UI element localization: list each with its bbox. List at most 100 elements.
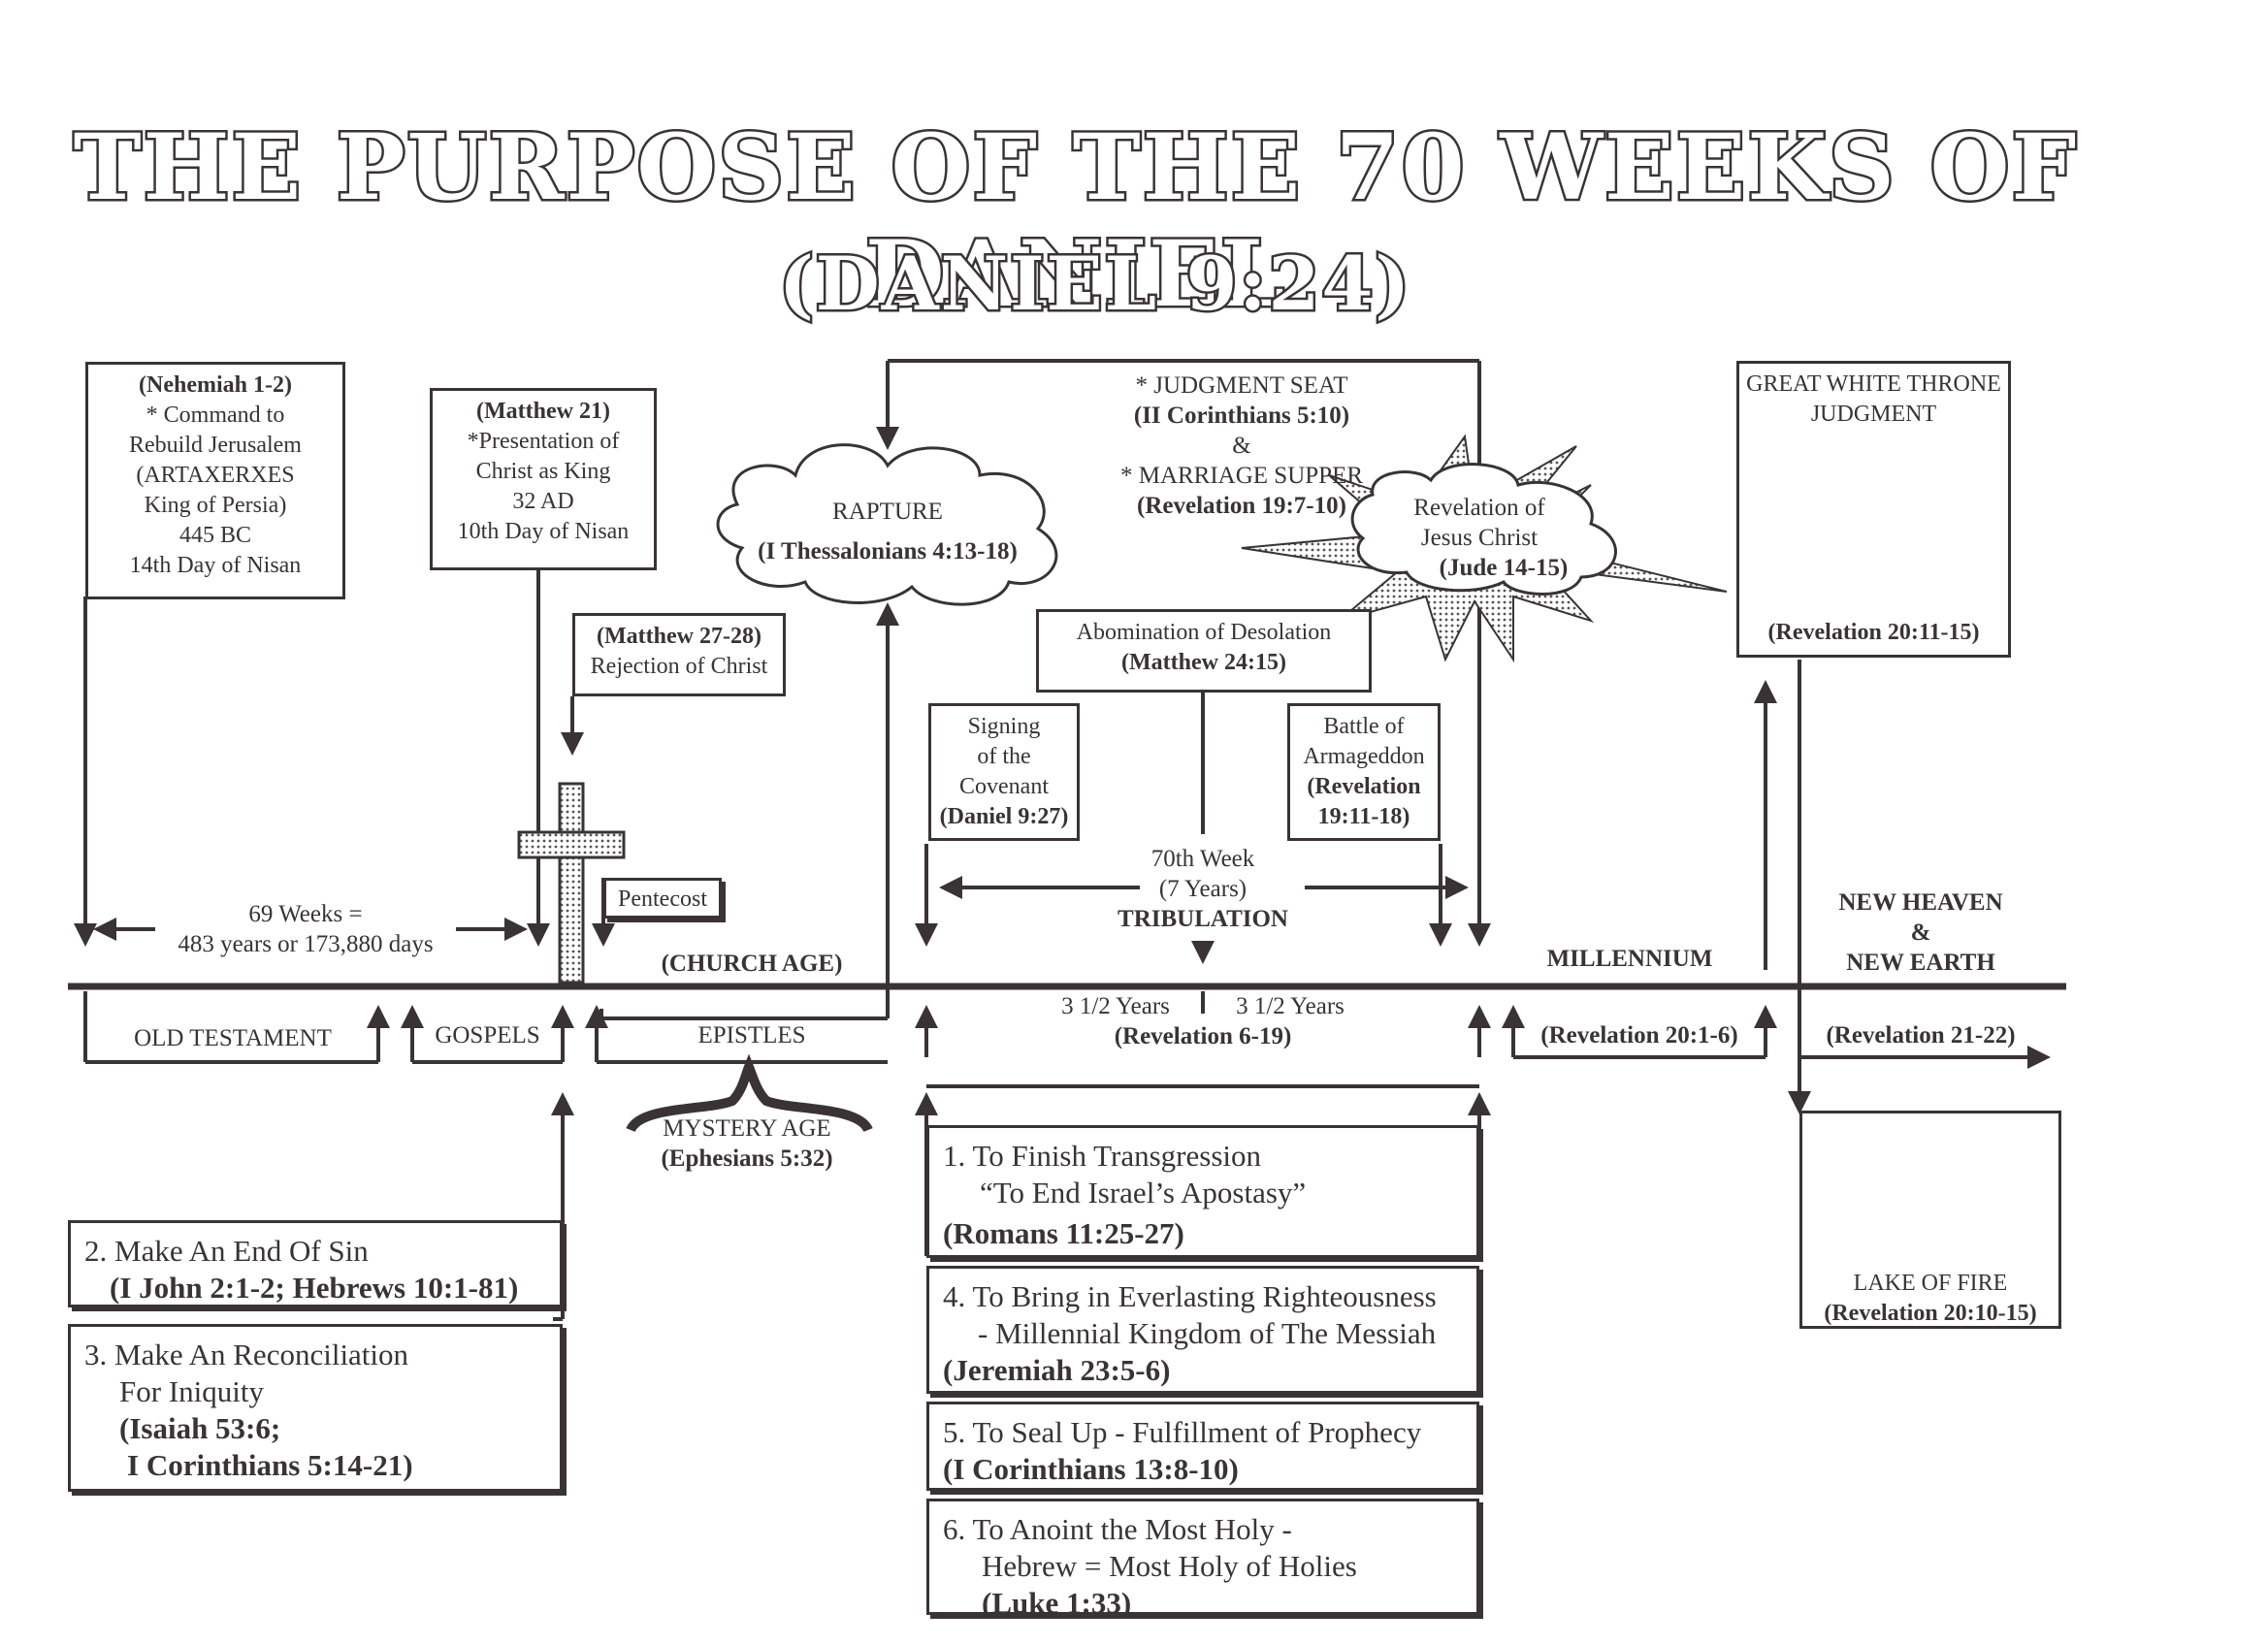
matthew21-line: 10th Day of Nisan: [457, 519, 630, 544]
purpose-ref: (Luke 1:33): [982, 1586, 1132, 1620]
rapture-label: RAPTURE (I Thessalonians 4:13-18): [737, 497, 1038, 566]
signing-line: of the: [977, 744, 1031, 769]
revelation-line: Jesus Christ: [1420, 525, 1539, 551]
signing-box: Signing of the Covenant (Daniel 9:27): [928, 703, 1080, 841]
church-age-label: (CHURCH AGE): [661, 951, 843, 977]
purpose-6-box: 6. To Anoint the Most Holy - Hebrew = Mo…: [926, 1499, 1479, 1620]
week70-line: 70th Week: [1150, 846, 1255, 872]
judgment-ref: (Revelation 19:7-10): [1137, 493, 1346, 519]
mystery-ref: (Ephesians 5:32): [661, 1145, 833, 1172]
armageddon-ref: (Revelation: [1307, 774, 1421, 799]
matthew21-ref: (Matthew 21): [476, 399, 610, 424]
purpose-line: 5. To Seal Up - Fulfillment of Prophecy: [943, 1415, 1422, 1449]
purpose-line: 2. Make An End Of Sin: [84, 1234, 369, 1268]
purpose-2-box: 2. Make An End Of Sin (I John 2:1-2; Heb…: [68, 1220, 563, 1307]
matthew21-box: (Matthew 21) *Presentation of Christ as …: [430, 388, 657, 570]
purpose-5-box: 5. To Seal Up - Fulfillment of Prophecy …: [926, 1402, 1479, 1491]
nehemiah-line: * Command to: [146, 403, 285, 428]
revelation-line: Revelation of: [1413, 495, 1545, 521]
purpose-ref: (I John 2:1-2; Hebrews 10:1-81): [110, 1271, 519, 1305]
matthew21-line: *Presentation of: [467, 429, 620, 454]
abomination-box: Abomination of Desolation (Matthew 24:15…: [1036, 609, 1372, 693]
purpose-3-box: 3. Make An Reconciliation For Iniquity (…: [68, 1324, 563, 1492]
page-title: THE PURPOSE OF THE 70 WEEKS OF DANIEL: [71, 113, 2079, 331]
rapture-ref: (I Thessalonians 4:13-18): [758, 538, 1018, 564]
mystery-line: MYSTERY AGE: [663, 1115, 831, 1142]
revelation-ref: (Jude 14-15): [1439, 555, 1569, 581]
new-heaven-label: NEW HEAVEN & NEW EARTH: [1804, 887, 2037, 978]
purpose-ref: (Isaiah 53:6;: [119, 1411, 281, 1445]
purpose-line: 1. To Finish Transgression: [943, 1139, 1261, 1173]
rapture-line: RAPTURE: [832, 499, 943, 525]
purpose-4-box: 4. To Bring in Everlasting Righteousness…: [926, 1266, 1479, 1394]
purpose-1-box: 1. To Finish Transgression “To End Israe…: [926, 1125, 1479, 1258]
pentecost-label: Pentecost: [618, 887, 707, 912]
nehemiah-line: 445 BC: [178, 523, 251, 548]
lake-line: LAKE OF FIRE: [1853, 1271, 2008, 1296]
armageddon-ref: 19:11-18): [1317, 804, 1410, 829]
signing-ref: (Daniel 9:27): [939, 804, 1069, 829]
revelation-christ-label: Revelation of Jesus Christ (Jude 14-15): [1368, 493, 1591, 583]
gwt-box: GREAT WHITE THRONE JUDGMENT (Revelation …: [1736, 361, 2011, 658]
matthew2728-ref: (Matthew 27-28): [597, 624, 761, 649]
rev2016-label: (Revelation 20:1-6): [1540, 1022, 1738, 1048]
matthew2728-line: Rejection of Christ: [590, 654, 768, 679]
matthew21-line: Christ as King: [475, 459, 611, 484]
rev2122-label: (Revelation 21-22): [1826, 1022, 2016, 1048]
matthew21-line: 32 AD: [512, 489, 574, 514]
judgment-line: * MARRIAGE SUPPER: [1119, 463, 1364, 489]
armageddon-box: Battle of Armageddon (Revelation 19:11-1…: [1287, 703, 1441, 841]
abomination-ref: (Matthew 24:15): [1121, 650, 1286, 675]
purpose-line: - Millennial Kingdom of The Messiah: [978, 1316, 1437, 1350]
nehemiah-ref: (Nehemiah 1-2): [139, 372, 292, 398]
lake-of-fire-box: LAKE OF FIRE (Revelation 20:10-15): [1799, 1111, 2061, 1329]
cross-icon: [517, 782, 626, 984]
nehemiah-line: King of Persia): [144, 493, 287, 518]
half2-label: 3 1/2 Years: [1236, 993, 1345, 1019]
sixty-nine-line: 69 Weeks =: [248, 901, 363, 927]
nehemiah-line: 14th Day of Nisan: [129, 553, 302, 578]
gwt-line: JUDGMENT: [1810, 402, 1937, 427]
nehemiah-line: Rebuild Jerusalem: [129, 433, 302, 458]
armageddon-line: Battle of: [1323, 714, 1405, 739]
lake-ref: (Revelation 20:10-15): [1824, 1301, 2037, 1326]
nehemiah-line: (ARTAXERXES: [136, 463, 295, 488]
new-heaven-line: NEW EARTH: [1846, 950, 1995, 976]
tribulation-label: TRIBULATION: [1118, 906, 1288, 932]
epistles-label: EPISTLES: [697, 1022, 806, 1048]
rev619-label: (Revelation 6-19): [1114, 1023, 1292, 1049]
signing-line: Covenant: [959, 774, 1049, 799]
matthew2728-box: (Matthew 27-28) Rejection of Christ: [572, 613, 786, 696]
gwt-ref: (Revelation 20:11-15): [1767, 620, 1980, 645]
signing-line: Signing: [967, 714, 1041, 739]
mystery-brace: [626, 1053, 873, 1133]
old-testament-label: OLD TESTAMENT: [134, 1025, 332, 1051]
new-heaven-line: &: [1910, 919, 1931, 946]
purpose-ref: (Romans 11:25-27): [943, 1216, 1184, 1250]
purpose-line: 4. To Bring in Everlasting Righteousness: [943, 1279, 1437, 1313]
week70-label: 70th Week (7 Years) TRIBULATION: [1086, 844, 1319, 934]
page-subtitle: (DANIEL 9:24): [776, 239, 1412, 330]
purpose-line: 3. Make An Reconciliation: [84, 1338, 409, 1371]
armageddon-line: Armageddon: [1303, 744, 1425, 769]
purpose-line: 6. To Anoint the Most Holy -: [943, 1512, 1292, 1546]
nehemiah-box: (Nehemiah 1-2) * Command to Rebuild Jeru…: [85, 362, 345, 599]
mystery-label: MYSTERY AGE (Ephesians 5:32): [626, 1113, 868, 1174]
sixty-nine-weeks-label: 69 Weeks = 483 years or 173,880 days: [155, 899, 456, 959]
gwt-line: GREAT WHITE THRONE: [1746, 371, 2001, 397]
revelation-cloud: [1350, 463, 1617, 596]
pentecost-box: Pentecost: [603, 878, 722, 919]
sixty-nine-line: 483 years or 173,880 days: [178, 931, 434, 957]
rapture-cloud: [716, 443, 1058, 606]
judgment-seat-label: * JUDGMENT SEAT (II Corinthians 5:10) & …: [1048, 371, 1436, 521]
purpose-line: Hebrew = Most Holy of Holies: [982, 1549, 1357, 1583]
purpose-line: “To End Israel’s Apostasy”: [980, 1176, 1307, 1210]
purpose-ref: (Jeremiah 23:5-6): [943, 1353, 1171, 1387]
new-heaven-line: NEW HEAVEN: [1838, 889, 2003, 916]
purpose-ref: (I Corinthians 13:8-10): [943, 1452, 1239, 1486]
half1-label: 3 1/2 Years: [1061, 993, 1170, 1019]
purpose-line: For Iniquity: [119, 1374, 264, 1408]
abomination-line: Abomination of Desolation: [1076, 620, 1332, 645]
judgment-ref: (II Corinthians 5:10): [1133, 403, 1350, 429]
